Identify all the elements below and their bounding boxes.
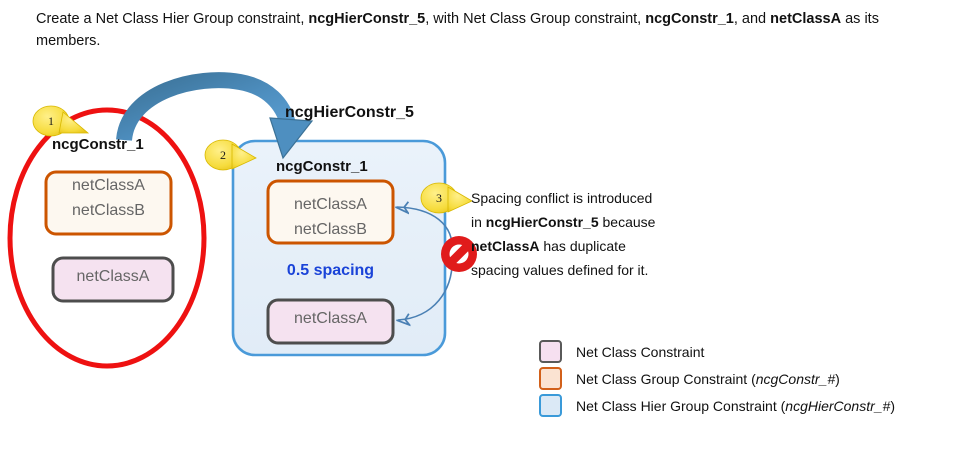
conflict-note-text-2c: because bbox=[598, 214, 656, 230]
legend-row-net-class-group-constraint: Net Class Group Constraint (ncgConstr_#) bbox=[539, 365, 959, 392]
legend-label-nchgc-tail: ) bbox=[890, 397, 896, 414]
intro-text-4: as its members. bbox=[36, 11, 879, 49]
conflict-note-line-2: in ncgHierConstr_5 because bbox=[471, 210, 761, 234]
legend-row-net-class-hier-group-constraint: Net Class Hier Group Constraint (ncgHier… bbox=[539, 392, 959, 419]
callout-badge-1 bbox=[32, 105, 90, 137]
conflict-note-bold-ncghierconstr5: ncgHierConstr_5 bbox=[485, 214, 599, 230]
spacing-value-label: 0.5 spacing bbox=[286, 262, 375, 279]
left-group-title: ncgConstr_1 bbox=[52, 136, 144, 153]
net-class-constraint-swatch bbox=[539, 340, 562, 363]
callout-badge-3 bbox=[420, 182, 473, 214]
callout-badge-2 bbox=[204, 139, 257, 171]
legend-label-net-class-group-constraint: Net Class Group Constraint (ncgConstr_#) bbox=[576, 371, 840, 387]
conflict-note-line-3: netClassA has duplicate bbox=[471, 234, 761, 258]
conflict-note-text-3b: has duplicate bbox=[539, 238, 626, 254]
legend: Net Class Constraint Net Class Group Con… bbox=[539, 338, 959, 419]
hier-net-class-box bbox=[266, 298, 395, 345]
legend-label-ncgc-text: Net Class Group Constraint ( bbox=[576, 370, 756, 387]
legend-label-net-class-constraint: Net Class Constraint bbox=[576, 343, 705, 360]
legend-label-nchgc-text: Net Class Hier Group Constraint ( bbox=[576, 397, 786, 414]
left-group-item-netclassa: netClassA bbox=[72, 177, 145, 194]
legend-label-ncgc-token: ncgConstr_# bbox=[755, 370, 836, 387]
legend-label-net-class-hier-group-constraint: Net Class Hier Group Constraint (ncgHier… bbox=[576, 398, 895, 414]
selection-ellipse bbox=[7, 107, 207, 369]
net-class-group-constraint-swatch bbox=[539, 367, 562, 390]
left-group-constraint-box bbox=[44, 170, 173, 236]
intro-text-2: , with Net Class Group constraint, bbox=[425, 11, 646, 27]
callout-badge-1-label: 1 bbox=[48, 114, 54, 128]
left-net-class-box bbox=[51, 256, 175, 303]
legend-label-nchgc-token: ncgHierConstr_# bbox=[785, 397, 891, 414]
conflict-note-line-1: Spacing conflict is introduced bbox=[471, 186, 761, 210]
callout-badge-3-label: 3 bbox=[436, 191, 442, 205]
membership-arrow bbox=[116, 72, 314, 160]
hier-group-title: ncgHierConstr_5 bbox=[285, 104, 414, 121]
intro-paragraph: Create a Net Class Hier Group constraint… bbox=[36, 8, 926, 52]
intro-bold-ncgconstr1: ncgConstr_1 bbox=[645, 11, 734, 27]
legend-row-net-class-constraint: Net Class Constraint bbox=[539, 338, 959, 365]
hier-inner-group-title: ncgConstr_1 bbox=[276, 158, 368, 175]
intro-text-1: Create a Net Class Hier Group constraint… bbox=[36, 11, 309, 27]
intro-bold-ncghierconstr5: ncgHierConstr_5 bbox=[308, 11, 426, 27]
intro-text-3: , and bbox=[733, 11, 771, 27]
conflict-note-text-4: spacing values defined for it. bbox=[471, 262, 649, 278]
legend-label-ncgc-tail: ) bbox=[835, 370, 840, 387]
no-entry-icon bbox=[441, 236, 477, 272]
hier-group-constraint-box bbox=[266, 179, 395, 245]
callout-badge-2-label: 2 bbox=[220, 148, 226, 162]
conflict-note-line-4: spacing values defined for it. bbox=[471, 258, 761, 282]
net-class-hier-group-constraint-swatch bbox=[539, 394, 562, 417]
hier-net-class-label: netClassA bbox=[294, 310, 367, 327]
hier-group-item-netclassa: netClassA bbox=[294, 196, 367, 213]
intro-bold-netclassa: netClassA bbox=[770, 11, 842, 27]
conflict-note-bold-netclassa: netClassA bbox=[471, 238, 540, 254]
left-group-item-netclassb: netClassB bbox=[72, 202, 145, 219]
conflict-note-text-2a: in bbox=[471, 214, 486, 230]
conflict-note: Spacing conflict is introduced in ncgHie… bbox=[471, 186, 761, 282]
hier-group-item-netclassb: netClassB bbox=[294, 221, 367, 238]
conflict-note-text-1: Spacing conflict is introduced bbox=[471, 190, 653, 206]
left-net-class-label: netClassA bbox=[76, 268, 150, 285]
